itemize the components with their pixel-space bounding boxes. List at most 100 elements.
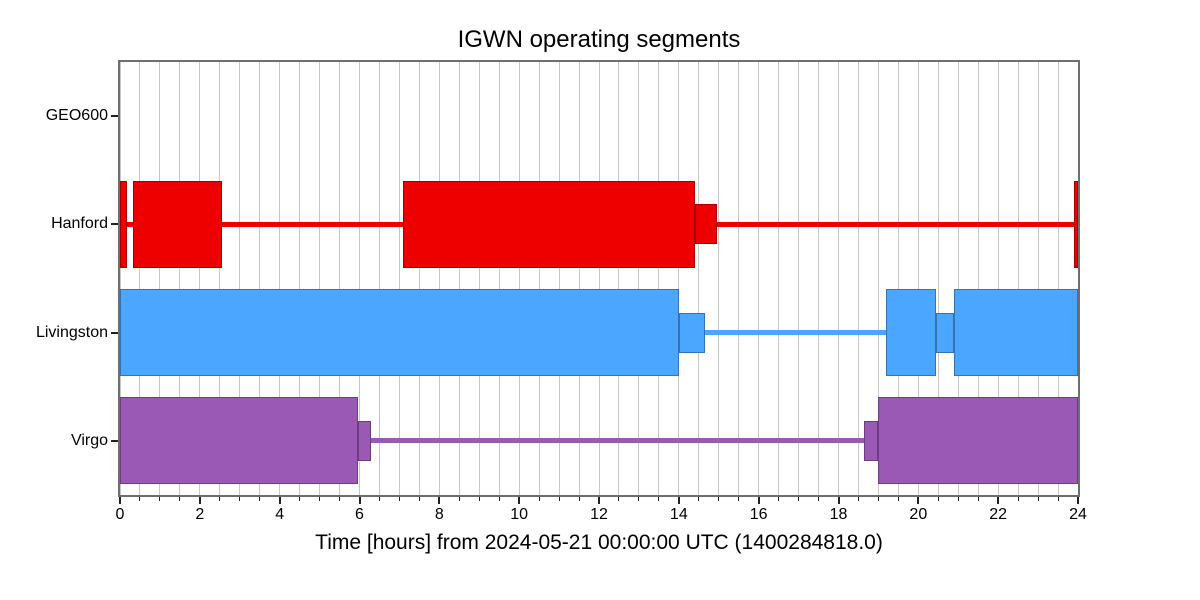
x-tick-label: 12 bbox=[590, 506, 608, 523]
x-minor-tick bbox=[778, 497, 780, 501]
chart-title: IGWN operating segments bbox=[457, 26, 741, 53]
x-tick bbox=[358, 497, 361, 504]
y-tick bbox=[111, 223, 118, 226]
gridline bbox=[159, 62, 161, 495]
x-tick bbox=[438, 497, 441, 504]
gridline bbox=[179, 62, 181, 495]
gridline bbox=[937, 62, 939, 495]
gridline bbox=[698, 62, 700, 495]
x-minor-tick bbox=[957, 497, 959, 501]
gridline bbox=[678, 62, 680, 495]
gridline bbox=[1017, 62, 1019, 495]
segment-livingston bbox=[936, 312, 955, 353]
gridline bbox=[1077, 62, 1078, 495]
gridline bbox=[917, 62, 919, 495]
x-minor-tick bbox=[897, 497, 899, 501]
gridline bbox=[378, 62, 380, 495]
x-minor-tick bbox=[818, 497, 820, 501]
gridline bbox=[638, 62, 640, 495]
segment-hanford bbox=[403, 180, 695, 268]
y-tick bbox=[111, 331, 118, 334]
x-minor-tick bbox=[977, 497, 979, 501]
x-minor-tick bbox=[718, 497, 720, 501]
segment-hanford bbox=[120, 180, 128, 268]
x-minor-tick bbox=[159, 497, 161, 501]
gridline bbox=[359, 62, 360, 495]
x-minor-tick bbox=[738, 497, 740, 501]
x-minor-tick bbox=[378, 497, 380, 501]
x-minor-tick bbox=[398, 497, 400, 501]
x-minor-tick bbox=[498, 497, 500, 501]
segment-livingston bbox=[678, 312, 705, 353]
segment-virgo bbox=[357, 420, 372, 461]
gridline bbox=[778, 62, 780, 495]
gridline bbox=[339, 62, 341, 495]
gridline bbox=[838, 62, 839, 495]
x-tick-label: 8 bbox=[434, 506, 444, 523]
gridline bbox=[219, 62, 221, 495]
gridline bbox=[718, 62, 720, 495]
segment-livingston bbox=[954, 289, 1078, 377]
x-minor-tick bbox=[319, 497, 321, 501]
gridline bbox=[558, 62, 560, 495]
gridline bbox=[299, 62, 301, 495]
x-minor-tick bbox=[937, 497, 939, 501]
gridline bbox=[139, 62, 141, 495]
gridline bbox=[977, 62, 979, 495]
segment-livingston bbox=[886, 289, 937, 377]
gridline bbox=[957, 62, 959, 495]
x-tick bbox=[598, 497, 600, 504]
x-minor-tick bbox=[558, 497, 560, 501]
x-tick-label: 10 bbox=[510, 506, 529, 523]
x-minor-tick bbox=[259, 497, 261, 501]
x-minor-tick bbox=[857, 497, 859, 501]
gridline bbox=[818, 62, 820, 495]
x-tick bbox=[677, 497, 680, 504]
y-axis-label-geo600: GEO600 bbox=[45, 107, 108, 125]
x-tick-label: 18 bbox=[829, 506, 848, 523]
gridline bbox=[259, 62, 261, 495]
plot-area bbox=[118, 60, 1080, 497]
x-tick bbox=[518, 497, 521, 504]
gridline bbox=[658, 62, 660, 495]
x-minor-tick bbox=[1057, 497, 1059, 501]
gridline bbox=[279, 62, 281, 495]
segment-livingston bbox=[120, 289, 679, 377]
segment-hanford bbox=[133, 180, 222, 268]
gridline bbox=[877, 62, 879, 495]
x-minor-tick bbox=[478, 497, 480, 501]
x-tick-label: 2 bbox=[195, 506, 205, 523]
gridline bbox=[897, 62, 899, 495]
gridline bbox=[518, 62, 520, 495]
gridline bbox=[578, 62, 580, 495]
x-minor-tick bbox=[339, 497, 341, 501]
x-minor-tick bbox=[798, 497, 800, 501]
x-minor-tick bbox=[458, 497, 460, 501]
x-tick-label: 16 bbox=[749, 506, 768, 523]
x-tick-label: 22 bbox=[989, 506, 1008, 523]
x-minor-tick bbox=[1017, 497, 1019, 501]
segment-hanford bbox=[694, 204, 717, 245]
x-tick bbox=[198, 497, 201, 504]
gridline bbox=[199, 62, 201, 495]
grid-layer bbox=[120, 62, 1078, 495]
x-axis-label: Time [hours] from 2024-05-21 00:00:00 UT… bbox=[315, 531, 883, 554]
gridline bbox=[618, 62, 620, 495]
x-minor-tick bbox=[239, 497, 241, 501]
x-minor-tick bbox=[538, 497, 540, 501]
x-minor-tick bbox=[139, 497, 141, 501]
x-tick-label: 0 bbox=[115, 506, 125, 523]
gridline bbox=[738, 62, 740, 495]
x-tick-label: 6 bbox=[355, 506, 364, 523]
gridline bbox=[418, 62, 420, 495]
x-minor-tick bbox=[638, 497, 640, 501]
gridline bbox=[319, 62, 321, 495]
x-tick bbox=[837, 497, 840, 504]
segments-layer bbox=[120, 62, 1078, 495]
y-axis-label-hanford: Hanford bbox=[51, 215, 108, 233]
x-minor-tick bbox=[877, 497, 879, 501]
segment-virgo bbox=[878, 397, 1078, 485]
segment-virgo bbox=[120, 397, 358, 485]
gridline bbox=[997, 62, 999, 495]
